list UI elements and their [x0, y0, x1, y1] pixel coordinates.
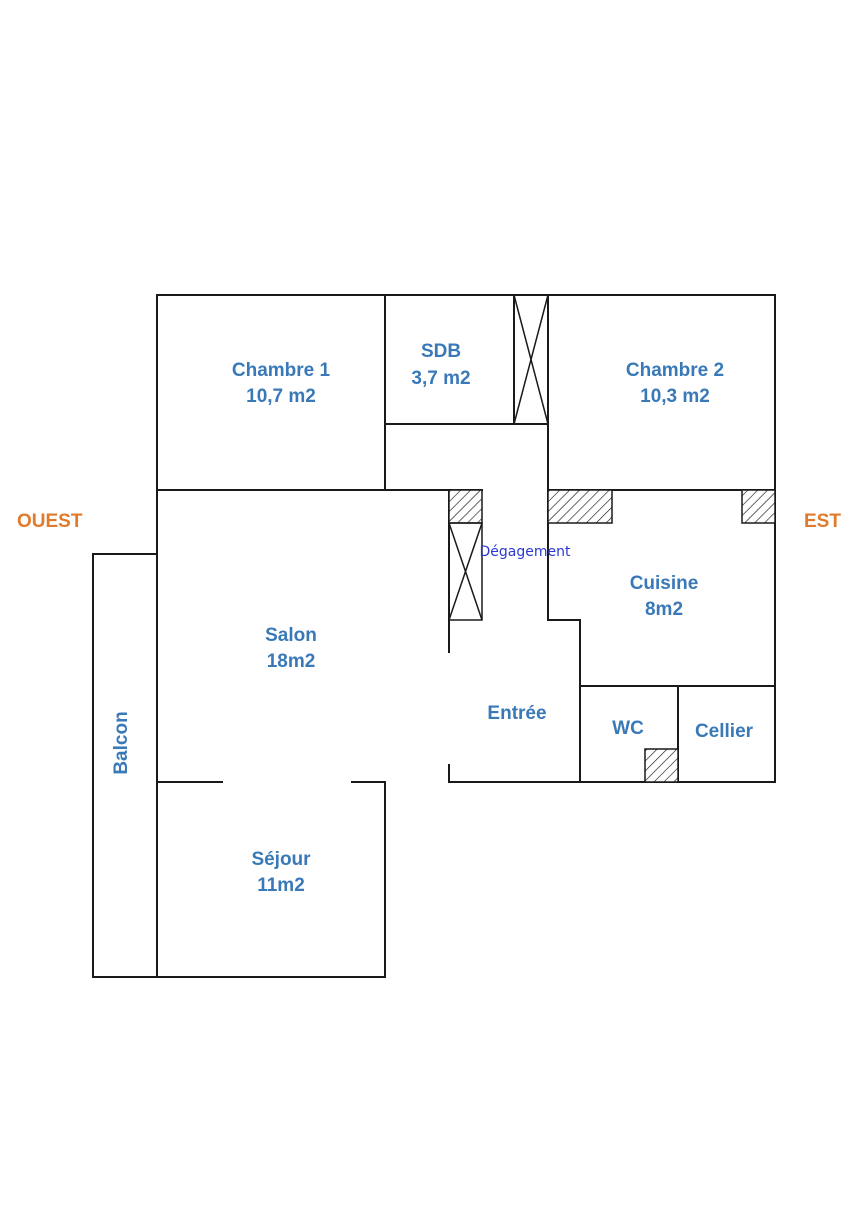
room-cuisine: Cuisine 8m2 [630, 573, 699, 620]
room-area: 10,7 m2 [246, 386, 316, 407]
west-label: OUEST [17, 511, 83, 532]
room-name: Salon [265, 625, 317, 646]
sdb-duct-x [513, 294, 549, 425]
degagement-duct-x [448, 522, 483, 621]
east-label: EST [804, 511, 841, 532]
room-name: Chambre 2 [626, 360, 724, 381]
room-name: Dégagement [480, 544, 571, 560]
room-cellier: Cellier [695, 721, 754, 742]
technical-ducts [448, 294, 776, 783]
hatched-block-degagement-top [448, 489, 483, 524]
room-sdb: SDB 3,7 m2 [411, 341, 470, 389]
room-chambre-2: Chambre 2 10,3 m2 [626, 360, 724, 407]
room-area: 3,7 m2 [411, 368, 470, 389]
room-area: 10,3 m2 [640, 386, 710, 407]
room-wc: WC [612, 718, 644, 739]
room-area: 18m2 [267, 651, 316, 672]
room-name: Chambre 1 [232, 360, 331, 381]
room-area: 11m2 [257, 875, 305, 896]
room-area: 8m2 [645, 599, 683, 620]
room-name: Cellier [695, 721, 754, 742]
hatched-block-wc [644, 748, 679, 783]
room-name: Balcon [111, 711, 132, 774]
room-name: WC [612, 718, 644, 739]
room-name: Cuisine [630, 573, 699, 594]
room-entree: Entrée [487, 703, 546, 724]
room-sejour: Séjour 11m2 [251, 849, 311, 896]
room-name: Entrée [487, 703, 546, 724]
room-name: SDB [421, 341, 461, 362]
room-degagement: Dégagement [480, 544, 571, 560]
room-name: Séjour [251, 849, 311, 870]
room-balcon: Balcon [111, 711, 132, 774]
room-chambre-1: Chambre 1 10,7 m2 [232, 360, 331, 407]
room-salon: Salon 18m2 [265, 625, 317, 672]
hatched-block-cuisine-right [741, 489, 776, 524]
hatched-block-cuisine-left [547, 489, 613, 524]
